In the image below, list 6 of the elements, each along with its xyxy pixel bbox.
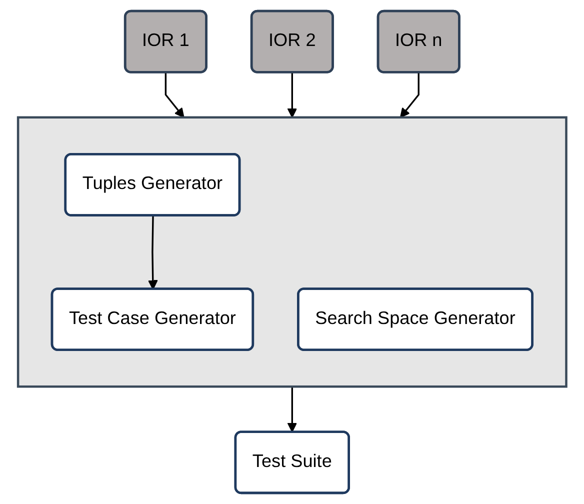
arrow xyxy=(148,216,158,290)
arrow xyxy=(287,72,297,118)
arrow xyxy=(164,72,184,118)
arrow xyxy=(287,386,297,432)
arrow xyxy=(400,72,420,118)
cluster xyxy=(16,116,568,388)
